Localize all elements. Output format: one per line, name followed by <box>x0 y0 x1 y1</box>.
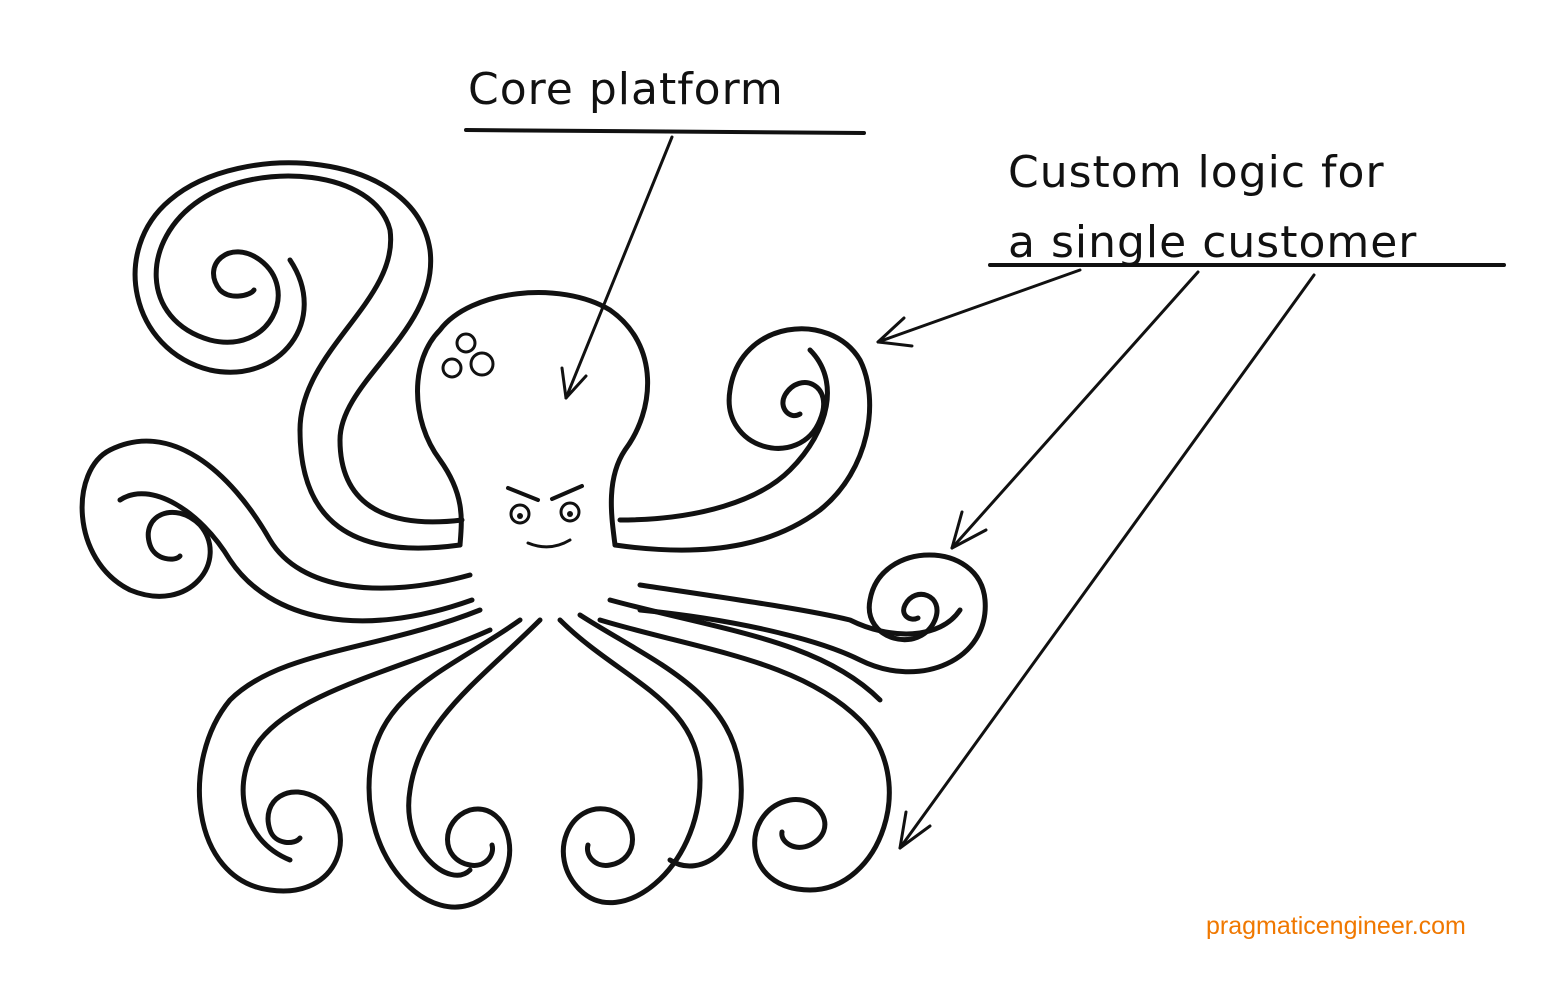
arrows <box>560 135 1316 850</box>
octopus-illustration <box>79 160 988 910</box>
left-brow <box>506 486 540 502</box>
core-platform-label: Core platform <box>468 64 784 115</box>
arrow-icon <box>876 268 1082 344</box>
tentacle <box>612 326 873 553</box>
core-label-underline <box>464 128 866 135</box>
tentacle <box>117 491 475 624</box>
tentacle <box>132 160 465 525</box>
tentacle <box>79 438 473 599</box>
head-spot <box>455 332 477 354</box>
arrow-icon <box>898 810 932 850</box>
tentacle <box>617 347 830 523</box>
tentacle <box>637 582 963 637</box>
custom-logic-label: Custom logic for a single customer <box>1008 138 1417 278</box>
tentacle <box>366 617 523 910</box>
octopus-head <box>415 290 650 548</box>
left-eye <box>509 503 531 525</box>
tentacle <box>406 617 543 878</box>
right-pupil <box>567 511 573 517</box>
arrow-icon <box>898 273 1316 850</box>
right-brow <box>550 484 584 501</box>
head-spot <box>469 351 495 377</box>
arrow-icon <box>876 316 914 348</box>
mouth <box>526 538 572 549</box>
tentacle <box>153 173 463 551</box>
tentacle <box>240 627 493 863</box>
arrow-icon <box>560 366 588 400</box>
left-pupil <box>517 513 523 519</box>
tentacle <box>597 617 892 893</box>
right-eye <box>559 501 581 523</box>
tentacle <box>196 607 483 894</box>
tentacle <box>577 612 744 869</box>
tentacle <box>637 552 988 675</box>
arrow-icon <box>564 135 674 400</box>
tentacle <box>557 617 703 905</box>
custom-logic-label-line2: a single customer <box>1008 217 1418 268</box>
head-spot <box>441 357 463 379</box>
custom-logic-label-line1: Custom logic for <box>1008 147 1385 198</box>
arrow-icon <box>950 270 1200 550</box>
arrow-icon <box>950 510 988 550</box>
watermark-link[interactable]: pragmaticengineer.com <box>1206 912 1466 940</box>
